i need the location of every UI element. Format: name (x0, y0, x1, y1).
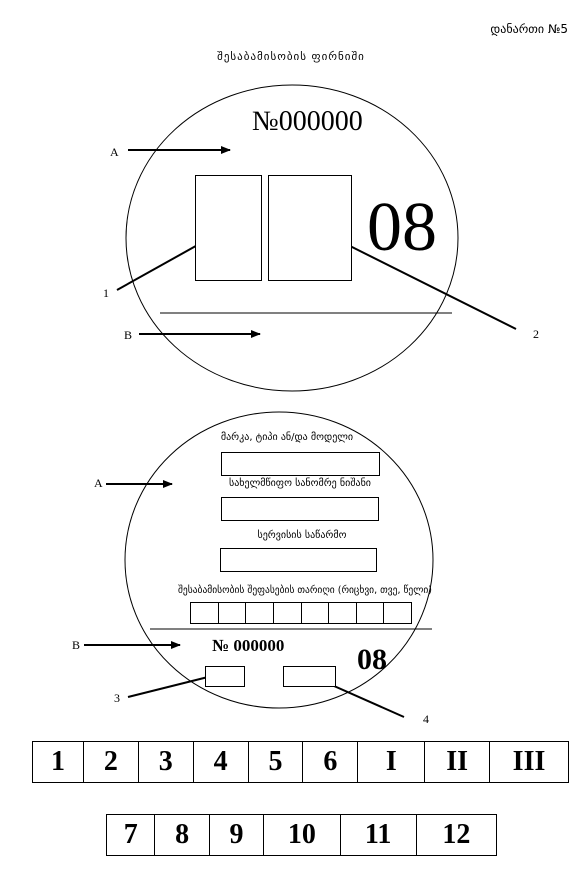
disc1-label-b: B (124, 328, 133, 342)
disc1-number: №000000 (252, 106, 363, 137)
table-top-cell: 6 (302, 741, 359, 783)
table-top-cell: 4 (192, 741, 249, 783)
table-bottom-cell: 11 (339, 814, 417, 856)
date-cell (272, 602, 302, 624)
date-cell (383, 602, 412, 624)
appendix-label: დანართი №5 (490, 22, 568, 36)
date-cells (190, 602, 412, 624)
field-service-label: სერვისის საწარმო (257, 530, 347, 541)
disc1-slot-1 (195, 175, 262, 281)
field-date-label: შესაბამისობის შეფასების თარიღი (რიცხვი, … (178, 585, 432, 596)
disc2-slot-4 (283, 666, 336, 687)
date-cell (245, 602, 274, 624)
table-bottom-cell: 8 (154, 814, 210, 856)
disc1-slot-2 (268, 175, 352, 281)
field-plate-label: სახელმწიფო სანომრე ნიშანი (228, 478, 371, 489)
table-bottom-cell: 7 (105, 814, 156, 856)
disc2-callout-3: 3 (114, 691, 120, 705)
disc1-outline (125, 84, 459, 392)
cells-table-bottom: 7 8 9 10 11 12 (105, 814, 498, 856)
disc2-callout-4: 4 (423, 712, 429, 726)
disc2-year-code: 08 (357, 643, 387, 676)
disc2-arrow-3 (127, 673, 217, 698)
date-cell (355, 602, 385, 624)
disc2-slot-3 (205, 666, 245, 687)
field-plate-box (221, 497, 379, 521)
field-make-label: მარკა, ტიპი ან/და მოდელი (220, 432, 354, 443)
document-title: შესაბამისობის ფირნიში (217, 50, 365, 63)
date-cell (328, 602, 357, 624)
table-top-cell: II (424, 741, 491, 783)
table-bottom-cell: 12 (415, 814, 498, 856)
disc2-label-b: B (72, 638, 81, 652)
disc2-outline (124, 411, 434, 709)
date-cell (217, 602, 247, 624)
table-top-cell: 3 (137, 741, 194, 783)
disc1-callout-1: 1 (103, 286, 109, 300)
disc2-number: № 000000 (212, 636, 285, 655)
table-top-cell: 1 (32, 741, 84, 783)
table-top-cell: III (489, 741, 569, 783)
cells-table-top: 1 2 3 4 5 6 I II III (32, 741, 569, 783)
table-top-cell: I (357, 741, 426, 783)
field-service-box (220, 548, 377, 572)
disc1-callout-2: 2 (533, 327, 539, 341)
field-make-box (221, 452, 380, 476)
disc1-year-code: 08 (367, 189, 437, 266)
disc1-label-a: A (110, 145, 119, 159)
date-cell (190, 602, 219, 624)
date-cell (300, 602, 330, 624)
table-bottom-cell: 9 (208, 814, 265, 856)
table-top-cell: 2 (82, 741, 139, 783)
table-top-cell: 5 (247, 741, 304, 783)
table-bottom-cell: 10 (263, 814, 341, 856)
disc2-label-a: A (94, 476, 103, 490)
